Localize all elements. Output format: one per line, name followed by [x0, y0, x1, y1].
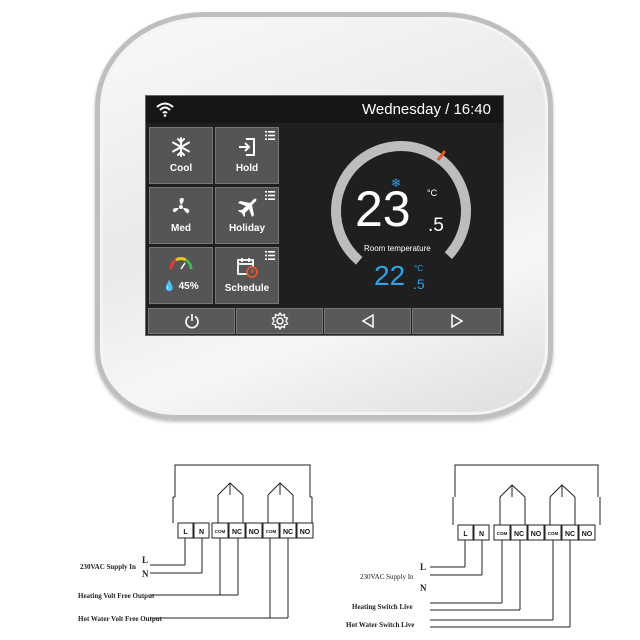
power-icon — [184, 314, 199, 329]
wiring-diagram-left: L N COM NC NO COM NC NO L N 230VAC Suppl… — [78, 464, 314, 623]
svg-text:N: N — [420, 583, 427, 593]
svg-text:N: N — [142, 569, 149, 579]
schedule-icon — [216, 256, 278, 278]
temperature-dial[interactable] — [326, 136, 476, 286]
holiday-button[interactable]: Holiday — [215, 187, 279, 244]
svg-text:230VAC Supply In: 230VAC Supply In — [80, 563, 136, 571]
humidity-value: 💧 45% — [163, 281, 199, 292]
cooling-indicator-icon: ❄ — [391, 176, 402, 190]
cool-label: Cool — [169, 163, 193, 174]
svg-text:Heating Volt Free Output: Heating Volt Free Output — [78, 592, 155, 600]
holiday-label: Holiday — [228, 223, 266, 234]
gear-icon — [271, 312, 288, 330]
svg-text:COM: COM — [266, 529, 277, 534]
set-temperature-value[interactable]: 22 — [374, 260, 406, 291]
room-temperature-unit: °C — [427, 188, 438, 198]
svg-text:L: L — [142, 555, 148, 565]
svg-text:COM: COM — [548, 531, 559, 536]
triangle-right-icon — [450, 313, 463, 329]
previous-button[interactable] — [324, 308, 411, 334]
svg-text:NC: NC — [232, 529, 242, 536]
schedule-button[interactable]: Schedule — [215, 247, 279, 304]
fan-icon — [150, 196, 212, 218]
svg-text:L: L — [463, 531, 468, 538]
svg-text:NO: NO — [249, 529, 260, 536]
wifi-icon — [156, 102, 174, 117]
svg-text:Hot Water Switch Live: Hot Water Switch Live — [346, 621, 414, 629]
settings-button[interactable] — [236, 308, 323, 334]
status-bar: Wednesday / 16:40 — [146, 96, 503, 123]
room-temperature-label: Room temperature — [364, 244, 431, 253]
setpoint-marker — [436, 150, 447, 161]
schedule-label: Schedule — [224, 283, 270, 294]
snowflake-icon — [150, 136, 212, 158]
set-temperature-decimal: .5 — [413, 276, 425, 292]
svg-text:230VAC Supply In: 230VAC Supply In — [360, 573, 414, 581]
next-button[interactable] — [412, 308, 501, 334]
hold-button[interactable]: Hold — [215, 127, 279, 184]
set-temperature-unit: °C — [414, 264, 423, 273]
humidity-gauge-icon — [150, 256, 212, 278]
wiring-diagram-right: L N COM NC NO COM NC NO L N 230VAC Suppl… — [346, 464, 601, 629]
menu-icon — [265, 251, 275, 260]
svg-text:COM: COM — [215, 529, 226, 534]
svg-text:NO: NO — [582, 531, 593, 538]
menu-icon — [265, 131, 275, 140]
menu-icon — [265, 191, 275, 200]
svg-text:NC: NC — [283, 529, 293, 536]
date-time: Wednesday / 16:40 — [362, 101, 491, 118]
fan-speed-button[interactable]: Med — [149, 187, 213, 244]
power-button[interactable] — [148, 308, 235, 334]
svg-text:L: L — [183, 529, 188, 536]
svg-text:N: N — [199, 529, 204, 536]
thermostat-screen: Wednesday / 16:40 Cool Hold Med — [145, 95, 504, 336]
svg-text:NO: NO — [531, 531, 542, 538]
hold-label: Hold — [235, 163, 259, 174]
svg-text:N: N — [479, 531, 484, 538]
cool-mode-button[interactable]: Cool — [149, 127, 213, 184]
airplane-icon — [216, 196, 278, 218]
svg-text:COM: COM — [497, 531, 508, 536]
svg-text:L: L — [420, 562, 426, 572]
humidity-tile[interactable]: 💧 45% — [149, 247, 213, 304]
fan-speed-label: Med — [171, 223, 191, 234]
water-drop-icon: 💧 — [163, 281, 176, 292]
svg-text:Hot Water Volt Free Output: Hot Water Volt Free Output — [78, 615, 163, 623]
hold-icon — [216, 136, 278, 158]
bottom-bar — [146, 307, 503, 335]
svg-text:NO: NO — [300, 529, 311, 536]
triangle-left-icon — [361, 313, 374, 329]
svg-text:NC: NC — [565, 531, 575, 538]
room-temperature-value: 23 — [355, 181, 411, 237]
svg-text:Heating Switch Live: Heating Switch Live — [352, 603, 413, 611]
svg-text:NC: NC — [514, 531, 524, 538]
room-temperature-decimal: .5 — [428, 215, 444, 236]
